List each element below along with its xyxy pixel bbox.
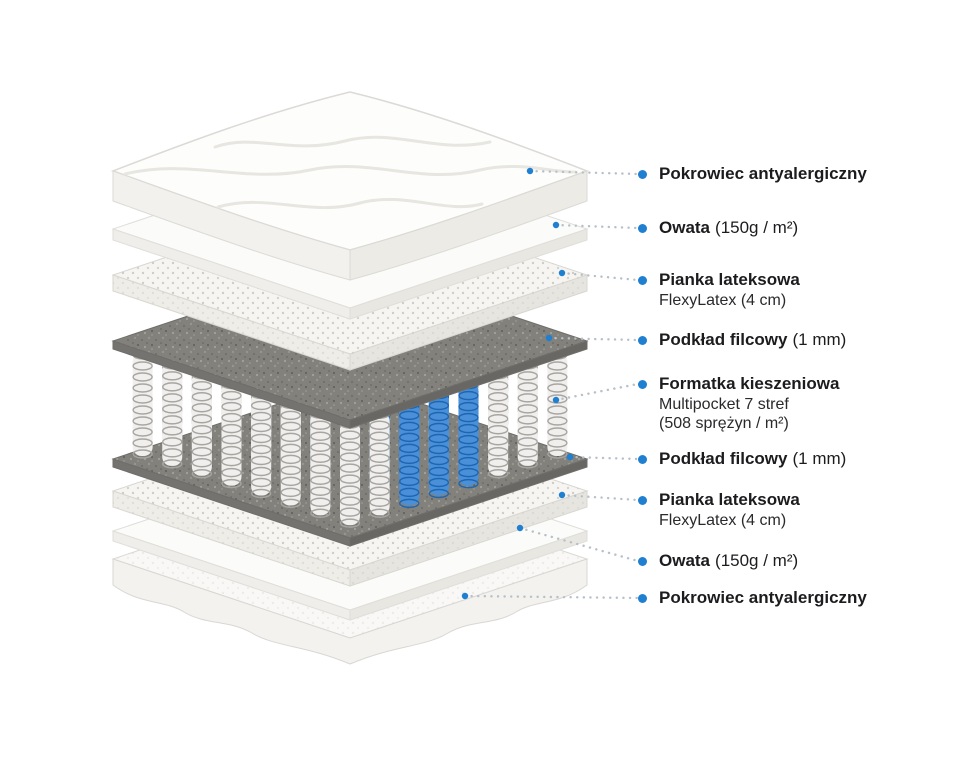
bullet-dot-icon bbox=[638, 557, 647, 566]
bullet-dot-icon bbox=[638, 276, 647, 285]
label-detail: (1 mm) bbox=[792, 330, 847, 349]
label-name: Podkład filcowy bbox=[659, 449, 788, 468]
bullet-dot-icon bbox=[638, 496, 647, 505]
leader-lines bbox=[461, 167, 640, 600]
leader-line bbox=[463, 594, 640, 600]
label-name: Pokrowiec antyalergiczny bbox=[659, 588, 867, 607]
spring-coil-gray bbox=[191, 370, 213, 479]
label-detail: (150g / m²) bbox=[715, 218, 799, 237]
leader-line bbox=[554, 223, 640, 230]
label-detail: (150g / m²) bbox=[715, 551, 799, 570]
bullet-dot-icon bbox=[638, 455, 647, 464]
spring-coil-gray bbox=[280, 399, 302, 509]
label-detail: (1 mm) bbox=[792, 449, 847, 468]
label-name: Formatka kieszeniowa bbox=[659, 374, 840, 393]
leader-line bbox=[528, 169, 640, 176]
quilting-lines bbox=[123, 135, 577, 210]
spring-coil-blue bbox=[457, 379, 480, 489]
spring-coil-gray bbox=[339, 419, 361, 528]
layer-label-latex-bottom: Pianka lateksowa FlexyLatex (4 cm) bbox=[638, 489, 800, 530]
bullet-dot-icon bbox=[638, 380, 647, 389]
leader-line bbox=[560, 271, 640, 282]
leader-endpoint-dot bbox=[552, 221, 560, 229]
layer-cover-top bbox=[110, 91, 590, 281]
label-sub1: FlexyLatex (4 cm) bbox=[659, 292, 787, 309]
label-text: Podkład filcowy(1 mm) bbox=[659, 329, 846, 351]
label-name: Podkład filcowy bbox=[659, 330, 788, 349]
spring-coil-gray bbox=[546, 350, 569, 459]
label-text: Podkład filcowy(1 mm) bbox=[659, 448, 846, 470]
layer-label-wadding-top: Owata(150g / m²) bbox=[638, 217, 798, 239]
leader-endpoint-dot bbox=[461, 592, 469, 600]
label-text: Formatka kieszeniowa Multipocket 7 stref… bbox=[659, 373, 839, 433]
spring-coil-gray bbox=[161, 360, 183, 469]
label-name: Pokrowiec antyalergiczny bbox=[659, 164, 867, 183]
layer-label-felt-top: Podkład filcowy(1 mm) bbox=[638, 329, 846, 351]
label-name: Pianka lateksowa bbox=[659, 490, 800, 509]
label-name: Pianka lateksowa bbox=[659, 270, 800, 289]
leader-line bbox=[518, 526, 640, 563]
label-text: Pokrowiec antyalergiczny bbox=[659, 163, 867, 185]
bullet-dot-icon bbox=[638, 170, 647, 179]
leader-endpoint-dot bbox=[566, 453, 574, 461]
bullet-dot-icon bbox=[638, 336, 647, 345]
label-name: Owata bbox=[659, 218, 711, 237]
label-text: Pianka lateksowa FlexyLatex (4 cm) bbox=[659, 489, 800, 530]
bullet-dot-icon bbox=[638, 224, 647, 233]
label-sub2: (508 sprężyn / m²) bbox=[659, 415, 789, 432]
layer-label-latex-top: Pianka lateksowa FlexyLatex (4 cm) bbox=[638, 269, 800, 310]
spring-coil-gray bbox=[250, 389, 272, 499]
spring-coil-gray bbox=[131, 350, 154, 459]
layer-label-pocket-springs: Formatka kieszeniowa Multipocket 7 stref… bbox=[638, 373, 839, 433]
leader-endpoint-dot bbox=[558, 491, 566, 499]
layer-label-wadding-bottom: Owata(150g / m²) bbox=[638, 550, 798, 572]
layer-label-felt-bottom: Podkład filcowy(1 mm) bbox=[638, 448, 846, 470]
leader-line bbox=[568, 455, 640, 461]
spring-coil-blue bbox=[398, 399, 420, 509]
label-sub1: Multipocket 7 stref bbox=[659, 396, 789, 413]
label-name: Owata bbox=[659, 551, 711, 570]
leader-endpoint-dot bbox=[526, 167, 534, 175]
leader-line bbox=[554, 382, 640, 402]
spring-coil-gray bbox=[487, 370, 509, 479]
label-sub1: FlexyLatex (4 cm) bbox=[659, 512, 787, 529]
spring-coil-gray bbox=[309, 409, 332, 518]
spring-coil-gray bbox=[220, 379, 243, 489]
leader-endpoint-dot bbox=[545, 334, 553, 342]
leader-endpoint-dot bbox=[552, 396, 560, 404]
label-text: Pokrowiec antyalergiczny bbox=[659, 587, 867, 609]
spring-coil-gray bbox=[368, 409, 391, 518]
spring-coil-blue bbox=[428, 389, 450, 499]
leader-endpoint-dot bbox=[516, 524, 524, 532]
label-text: Pianka lateksowa FlexyLatex (4 cm) bbox=[659, 269, 800, 310]
label-text: Owata(150g / m²) bbox=[659, 217, 798, 239]
layer-label-cover-top: Pokrowiec antyalergiczny bbox=[638, 163, 867, 185]
bullet-dot-icon bbox=[638, 594, 647, 603]
label-text: Owata(150g / m²) bbox=[659, 550, 798, 572]
spring-coil-gray bbox=[517, 360, 539, 469]
layer-label-cover-bottom: Pokrowiec antyalergiczny bbox=[638, 587, 867, 609]
leader-line bbox=[560, 493, 640, 502]
leader-endpoint-dot bbox=[558, 269, 566, 277]
